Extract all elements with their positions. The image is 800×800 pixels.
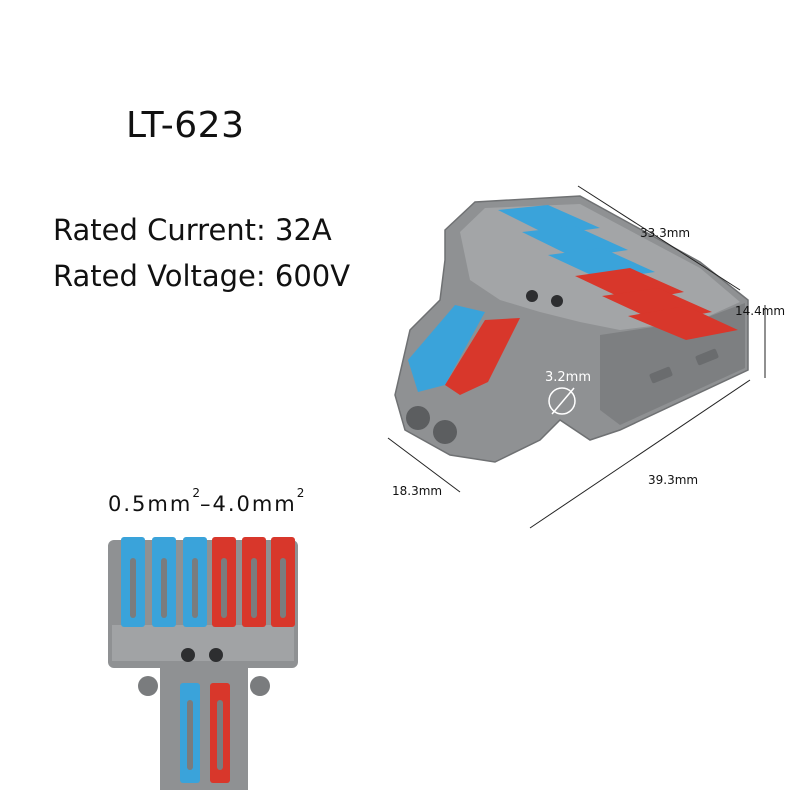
dimension-line-depth xyxy=(387,437,461,493)
lever-slit xyxy=(130,558,136,618)
dim-length-label: 39.3mm xyxy=(648,473,699,487)
lever-red xyxy=(628,306,738,340)
lever-slit xyxy=(280,558,286,618)
dimension-line-width xyxy=(577,185,741,291)
wire-entry-hole xyxy=(406,406,430,430)
lever-slit xyxy=(217,700,223,770)
wire-range-separator: – xyxy=(199,492,213,516)
mount-hole xyxy=(209,648,223,662)
branch-lever-blue xyxy=(408,305,485,392)
wire-entry-hole xyxy=(433,420,457,444)
topview-lower-panel xyxy=(112,625,294,661)
wire-range-max-exp: 2 xyxy=(296,486,305,500)
lever-slit xyxy=(187,700,193,770)
rated-voltage: Rated Voltage: 600V xyxy=(53,259,351,293)
rated-current: Rated Current: 32A xyxy=(53,213,332,247)
side-slot xyxy=(695,348,719,366)
topview-branch xyxy=(160,665,248,790)
lever-slit xyxy=(221,558,227,618)
wire-range: 0.5mm2–4.0mm2 xyxy=(108,487,304,515)
connector-topview xyxy=(108,537,298,790)
dim-height-label: 14.4mm xyxy=(735,304,786,318)
dimension-lines xyxy=(387,185,766,529)
lever-slit xyxy=(251,558,257,618)
mount-hole xyxy=(181,648,195,662)
topview-tab xyxy=(250,676,270,696)
mount-hole xyxy=(526,290,538,302)
side-slot xyxy=(649,366,673,384)
dim-hole-label: 3.2mm xyxy=(545,370,592,385)
hole-diameter-circle xyxy=(548,387,576,415)
hole-diameter-line xyxy=(551,387,575,415)
wire-range-min: 0.5mm xyxy=(108,492,193,516)
connector-perspective-levers xyxy=(498,205,738,340)
dim-width-label: 33.3mm xyxy=(640,226,691,240)
wire-range-min-exp: 2 xyxy=(192,486,200,500)
dim-depth-label: 18.3mm xyxy=(392,484,443,498)
mount-hole xyxy=(551,295,563,307)
dimension-line-length xyxy=(529,379,751,529)
lever-slit xyxy=(192,558,198,618)
topview-tab xyxy=(138,676,158,696)
model-title: LT-623 xyxy=(126,105,245,146)
lever-slit xyxy=(161,558,167,618)
connector-perspective xyxy=(394,195,749,463)
wire-range-max: 4.0mm xyxy=(212,492,297,516)
branch-lever-red xyxy=(445,318,520,395)
